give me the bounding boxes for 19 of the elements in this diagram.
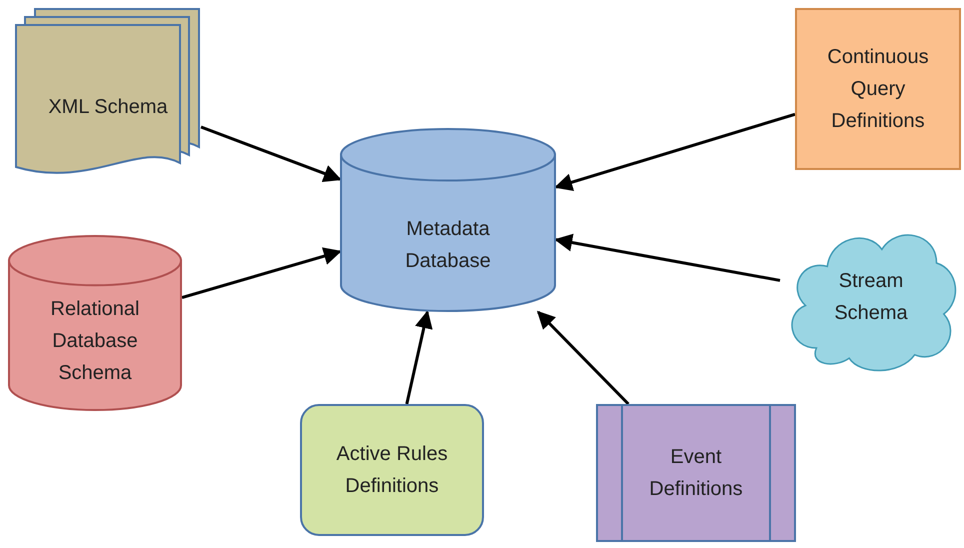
document-stack xyxy=(15,8,201,176)
node-label: Stream Schema xyxy=(833,269,909,326)
node-label: Event Definitions xyxy=(648,445,744,502)
process-box xyxy=(596,404,796,542)
database-cylinder xyxy=(340,128,556,312)
node-label: Continuous Query Definitions xyxy=(826,45,930,134)
arrow xyxy=(182,247,342,300)
arrow xyxy=(536,310,630,406)
arrow xyxy=(554,234,780,282)
node-label: Active Rules Definitions xyxy=(335,442,449,499)
node-label: Metadata Database xyxy=(404,217,492,274)
node-label: Relational Database Schema xyxy=(50,297,140,386)
process-box xyxy=(300,404,484,536)
arrow xyxy=(554,112,796,191)
database-cylinder xyxy=(8,235,182,411)
arrow xyxy=(405,310,433,404)
node-label: XML Schema xyxy=(48,95,168,120)
arrow xyxy=(200,126,342,182)
process-box xyxy=(795,8,961,170)
